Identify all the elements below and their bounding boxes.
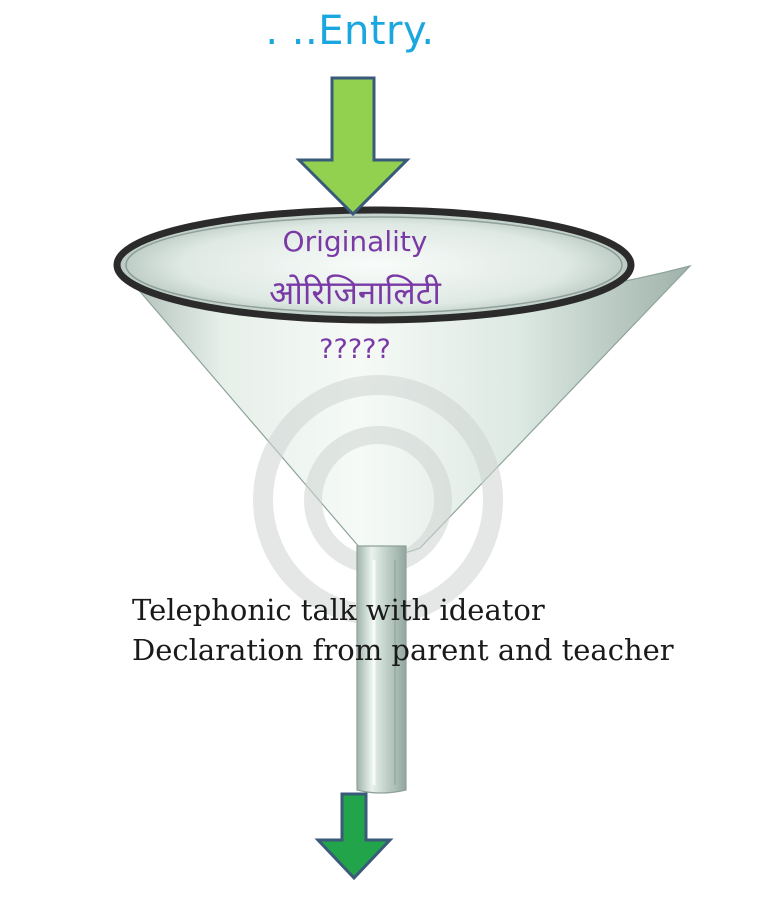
funnel-stem xyxy=(356,545,407,794)
originality-label-en: Originality xyxy=(282,225,428,258)
down-arrow-icon xyxy=(314,792,394,881)
down-arrow-icon xyxy=(295,76,411,217)
originality-question-marks: ????? xyxy=(319,334,391,365)
funnel-mouth xyxy=(113,206,635,324)
check-item-telephonic-talk: Telephonic talk with ideator xyxy=(132,593,545,627)
check-list: Telephonic talk with ideator Declaration… xyxy=(132,590,674,670)
check-item-declaration: Declaration from parent and teacher xyxy=(132,633,674,667)
originality-label-hi: ओरिजिनालिटी xyxy=(269,273,441,312)
entry-label: . ..Entry. xyxy=(265,8,435,54)
